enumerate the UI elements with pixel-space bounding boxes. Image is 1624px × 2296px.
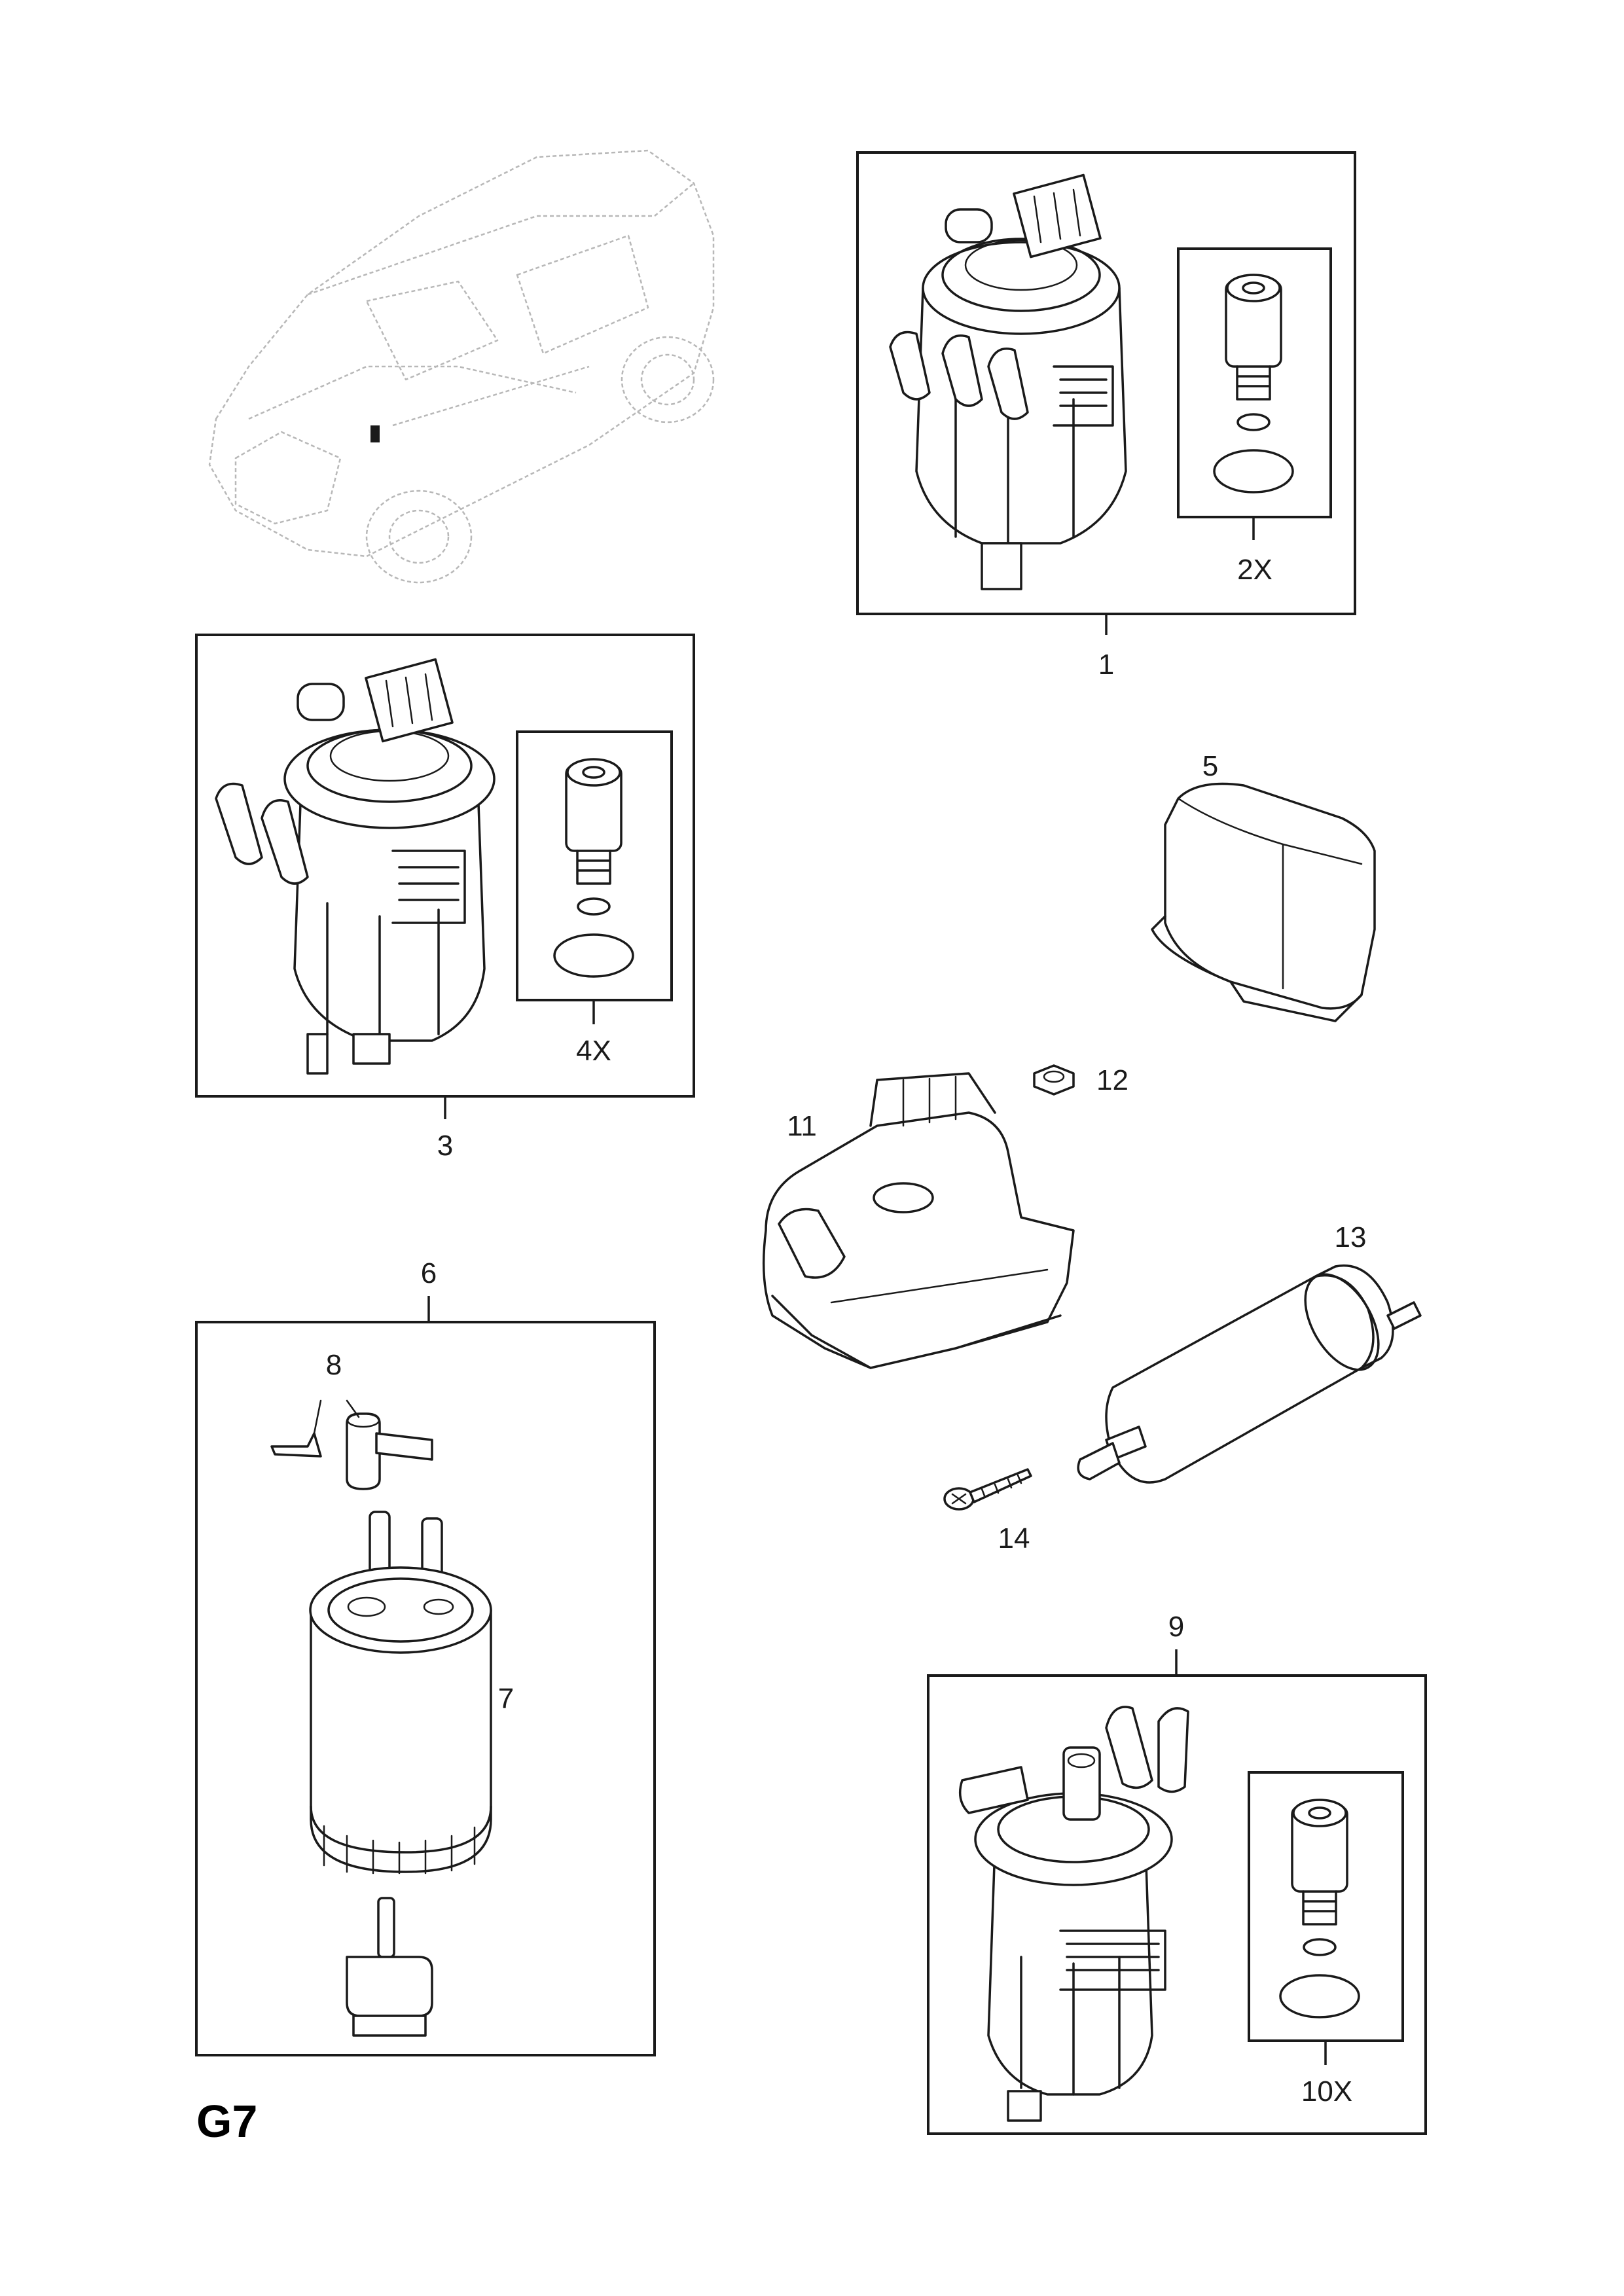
callout-5: 5 (1202, 750, 1218, 782)
drain-sensor (346, 1897, 433, 2037)
vehicle-location-illustration (208, 149, 715, 584)
callout-10x: 10X (1301, 2075, 1352, 2108)
page-code: G7 (196, 2096, 257, 2147)
part-group-1: 2X 1 (856, 151, 1356, 681)
callout-14: 14 (998, 1522, 1030, 1554)
callout-3: 3 (437, 1130, 453, 1162)
callout-6: 6 (421, 1257, 437, 1289)
callout-7: 7 (498, 1683, 514, 1715)
filter-location-marker (370, 425, 380, 442)
part-11: 11 (762, 1072, 1075, 1369)
part-13: 13 (1077, 1221, 1422, 1484)
callout-13: 13 (1335, 1221, 1367, 1253)
part-group-3: 4X 3 (195, 634, 695, 1162)
part-5: 5 (1151, 750, 1376, 1022)
part-group-9: 9 10X (927, 1611, 1427, 2135)
callout-8: 8 (326, 1349, 342, 1381)
callout-4x: 4X (576, 1035, 611, 1067)
part-7: 7 (309, 1511, 514, 1874)
part-group-6: 6 8 7 (195, 1257, 656, 2056)
part-8: 8 (270, 1349, 433, 1490)
callout-2x: 2X (1237, 554, 1272, 586)
callout-11: 11 (787, 1110, 817, 1142)
box-part-9 (927, 1674, 1427, 2135)
part-12: 12 (1033, 1064, 1128, 1096)
box-part-6 (195, 1321, 656, 2056)
callout-9: 9 (1168, 1611, 1184, 1643)
callout-12: 12 (1096, 1064, 1128, 1096)
callout-1: 1 (1098, 649, 1114, 681)
part-14: 14 (943, 1468, 1032, 1554)
